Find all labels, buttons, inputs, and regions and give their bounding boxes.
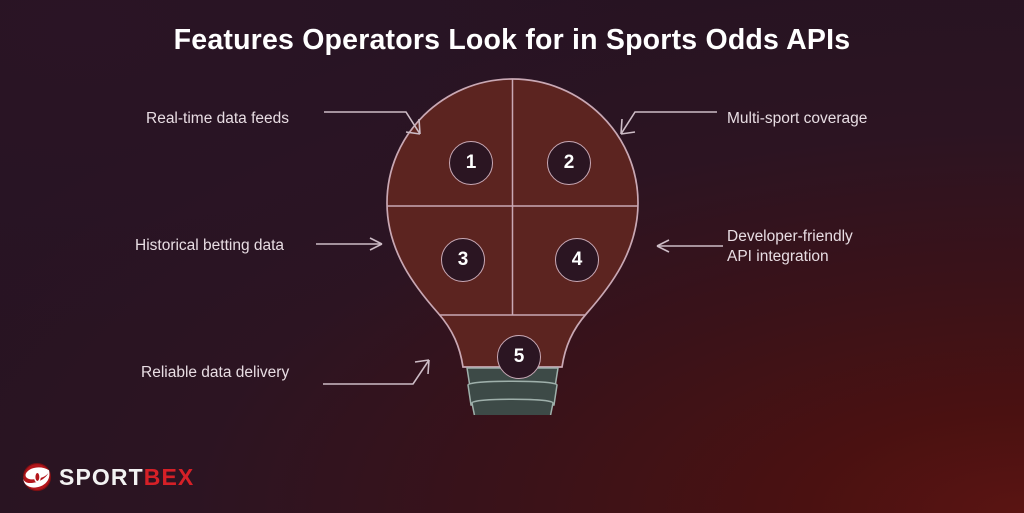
feature-number-1[interactable]: 1 bbox=[449, 141, 493, 185]
arrow-down-right-icon bbox=[324, 111, 421, 135]
arrow-up-right-icon bbox=[323, 359, 430, 385]
feature-label-real-time-data-feeds: Real-time data feeds bbox=[146, 110, 290, 127]
feature-label-developer-friendly-api: Developer-friendly API integration bbox=[727, 228, 853, 265]
feature-number-3[interactable]: 3 bbox=[441, 238, 485, 282]
arrow-left-icon bbox=[656, 239, 723, 253]
logo[interactable]: SPORTBEX bbox=[22, 462, 194, 492]
logo-text-bex: BEX bbox=[143, 463, 195, 490]
sportbex-swoosh-icon bbox=[22, 462, 52, 492]
arrow-down-left-icon bbox=[620, 111, 717, 135]
bulb-screw-base bbox=[466, 367, 559, 415]
feature-number-5[interactable]: 5 bbox=[497, 335, 541, 379]
feature-label-historical-betting-data: Historical betting data bbox=[135, 237, 285, 254]
page-title: Features Operators Look for in Sports Od… bbox=[173, 24, 851, 56]
arrow-right-icon bbox=[316, 237, 383, 251]
feature-label-reliable-data-delivery: Reliable data delivery bbox=[141, 364, 290, 381]
feature-number-4[interactable]: 4 bbox=[555, 238, 599, 282]
feature-number-2[interactable]: 2 bbox=[547, 141, 591, 185]
feature-label-multi-sport-coverage: Multi-sport coverage bbox=[727, 110, 868, 127]
logo-wordmark: SPORTBEX bbox=[59, 463, 195, 490]
logo-text-sport: SPORT bbox=[59, 463, 144, 490]
